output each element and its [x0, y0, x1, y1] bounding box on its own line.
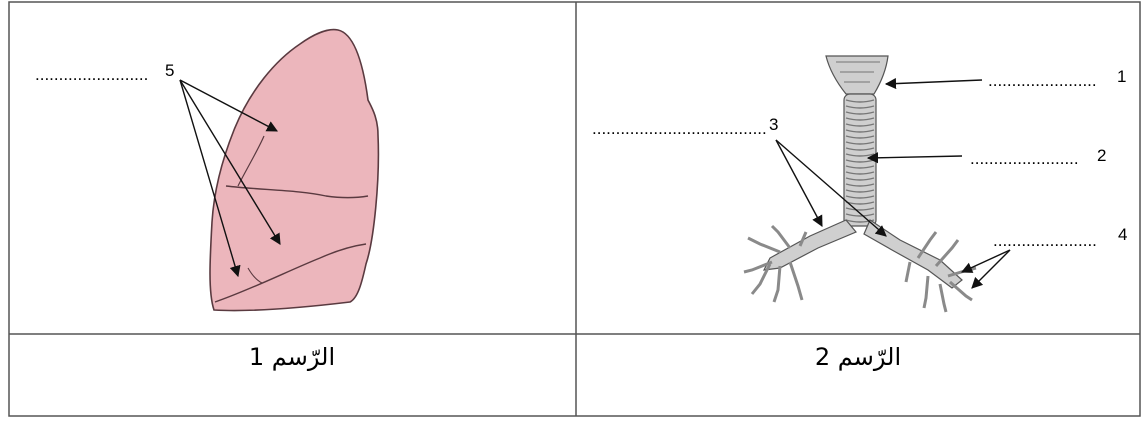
figure2-caption: الرّسم 2 — [815, 343, 901, 371]
label-1-group: ....................... 1 — [886, 67, 1126, 90]
label-5-number: 5 — [165, 61, 174, 80]
label-3-group: ..................................... 3 — [592, 115, 886, 236]
label-2-blank: ....................... — [970, 149, 1079, 168]
label-4-group: ...................... 4 — [962, 225, 1127, 288]
label-4-blank: ...................... — [993, 231, 1097, 250]
label-2-number: 2 — [1097, 146, 1106, 165]
table-frame — [9, 2, 1140, 416]
figure1-caption: الرّسم 1 — [249, 343, 335, 371]
arrow-3-left-bronchus — [776, 140, 822, 226]
label-4-number: 4 — [1118, 225, 1127, 244]
label-3-blank: ..................................... — [592, 119, 767, 138]
left-bronchus-shape — [764, 220, 856, 270]
arrow-1-larynx — [886, 80, 982, 84]
figure2-airway-drawing — [744, 56, 976, 312]
arrow-4-bronchiole-a — [962, 250, 1010, 272]
label-1-number: 1 — [1117, 67, 1126, 86]
label-1-blank: ....................... — [988, 71, 1097, 90]
arrow-2-trachea — [868, 156, 962, 158]
label-2-group: ....................... 2 — [868, 146, 1106, 168]
label-3-number: 3 — [769, 115, 778, 134]
label-5-blank: ........................ — [35, 65, 148, 84]
arrow-4-bronchiole-b — [972, 250, 1010, 288]
